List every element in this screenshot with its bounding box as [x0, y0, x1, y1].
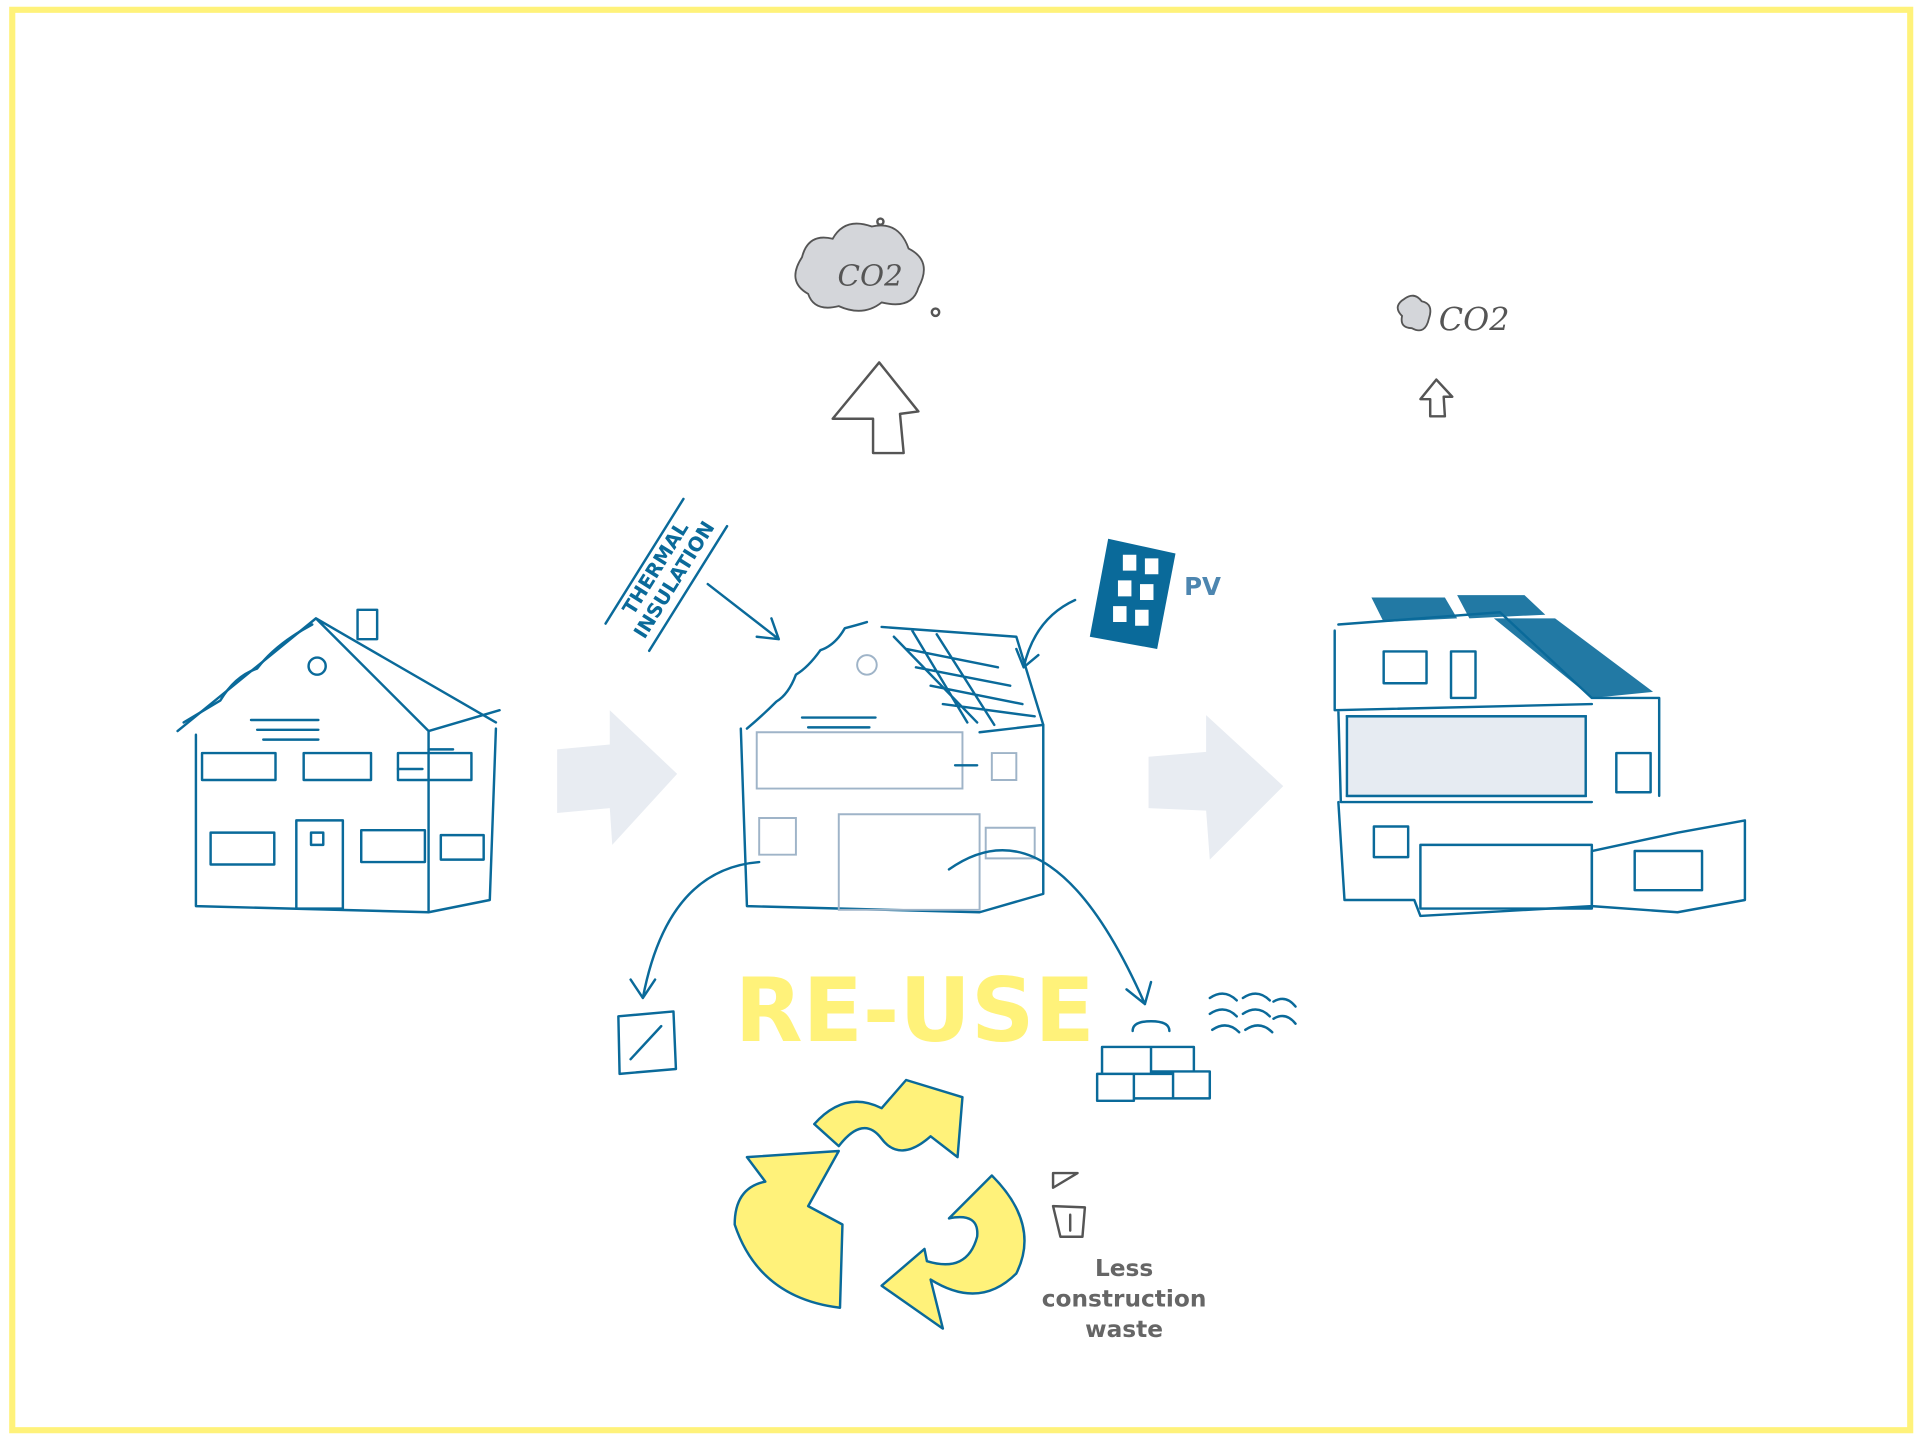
trash-can-icon [1051, 1171, 1087, 1238]
renovating-house-illustration [739, 620, 1045, 914]
progress-arrow-1 [557, 710, 678, 845]
emission-arrow-small [1419, 378, 1454, 418]
pv-arrow [1015, 598, 1077, 669]
reuse-arrow-right [947, 849, 1153, 1006]
reused-window-icon [617, 1010, 678, 1076]
co2-large-label: CO2 [838, 258, 903, 292]
reused-bricks-icon [1095, 1020, 1212, 1103]
old-house-illustration [176, 608, 501, 914]
pv-label: PV [1184, 572, 1221, 601]
renovated-house-illustration [1333, 595, 1747, 918]
insulation-arrow [706, 582, 780, 641]
recycle-icon [733, 1078, 1026, 1330]
reuse-heading: RE-USE [735, 959, 1095, 1062]
reused-tiles-icon [1208, 992, 1297, 1034]
emission-arrow-large [831, 361, 920, 455]
co2-cloud-large-icon [794, 217, 941, 318]
waste-label-line-2: construction [1042, 1286, 1207, 1313]
progress-arrow-2 [1148, 715, 1284, 860]
frame-border [9, 6, 1914, 1434]
waste-label-line-1: Less [1095, 1255, 1153, 1282]
waste-label-line-3: waste [1085, 1316, 1163, 1343]
thermal-insulation-label: THERMAL INSULATION [604, 497, 729, 653]
reuse-arrow-left [629, 860, 761, 1000]
co2-cloud-small-icon [1396, 294, 1432, 332]
pv-panel-icon [1089, 538, 1176, 649]
co2-small-label: CO2 [1439, 301, 1510, 339]
